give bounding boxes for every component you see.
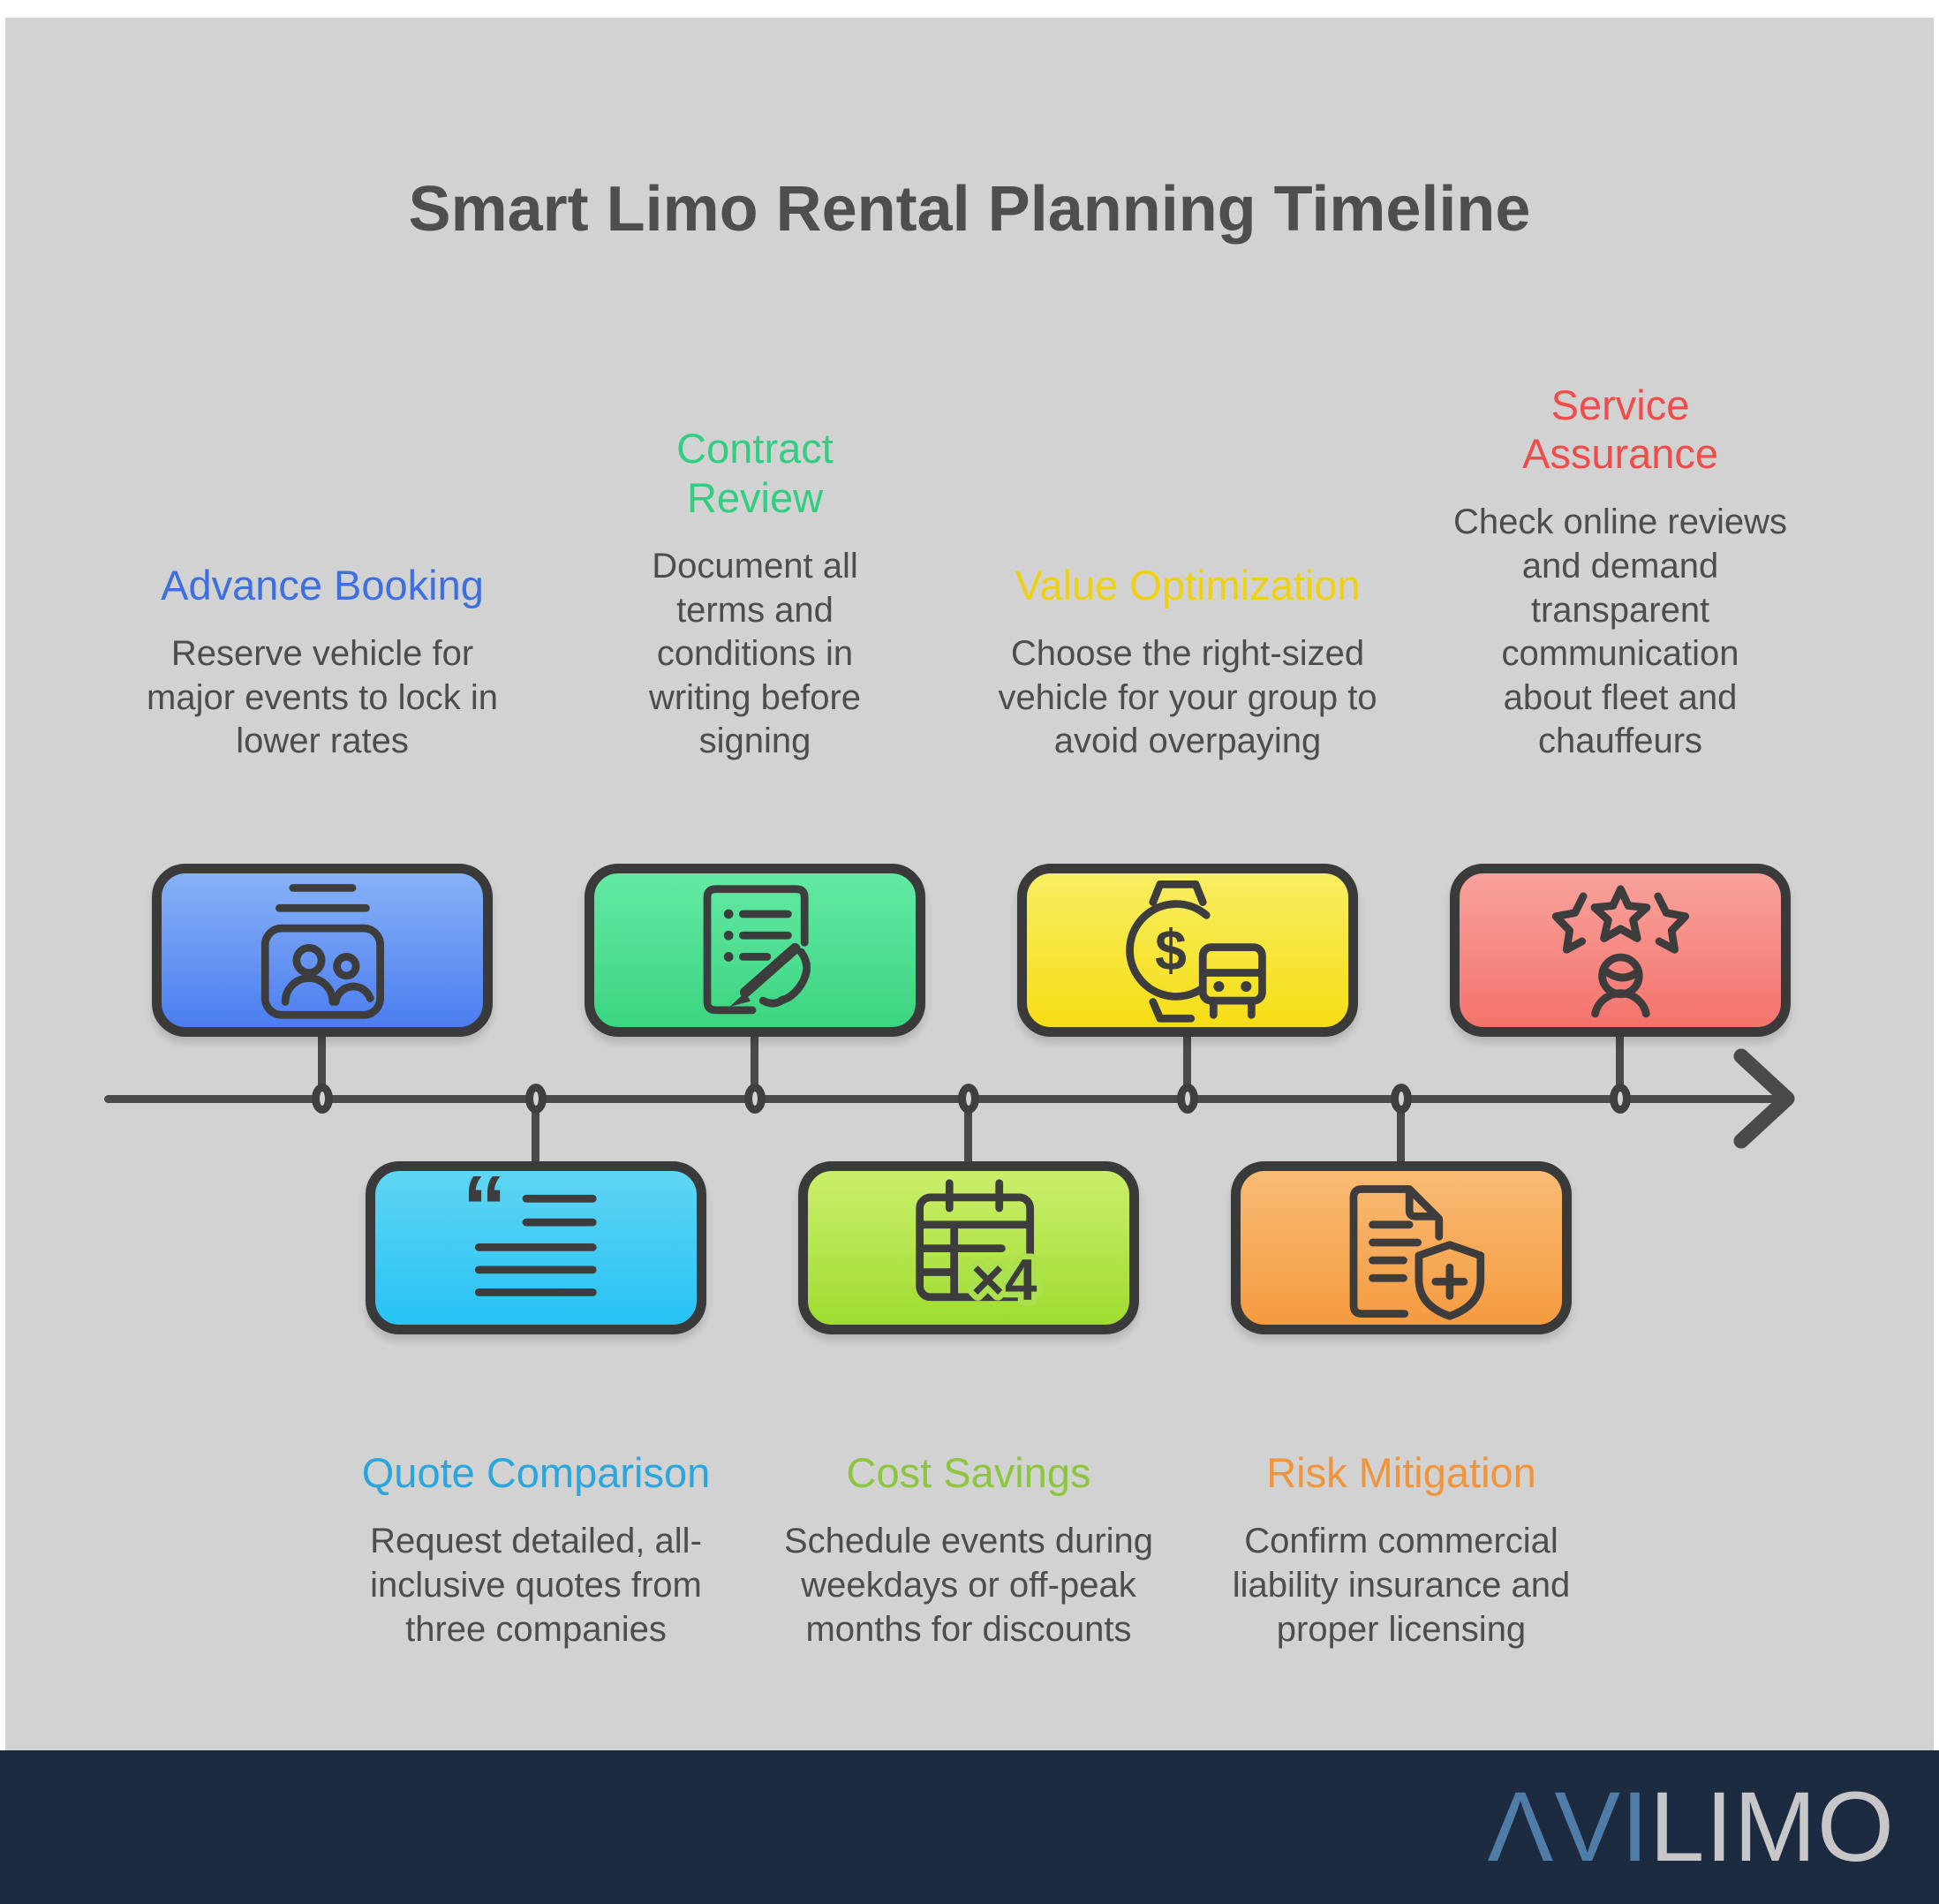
timeline-node bbox=[1177, 1084, 1198, 1114]
calendar-x4-icon: ×4 bbox=[915, 1179, 1043, 1318]
connector-stem bbox=[1616, 1016, 1624, 1104]
id-card-people-icon bbox=[260, 884, 384, 1019]
card-value-optimization: $ bbox=[1017, 864, 1358, 1037]
connector-stem bbox=[964, 1095, 972, 1176]
card-contract-review bbox=[585, 864, 925, 1037]
step-label-risk-mitigation: Risk Mitigation Confirm commercial liabi… bbox=[1216, 1448, 1587, 1651]
step-description: Choose the right-sized vehicle for your … bbox=[998, 634, 1377, 761]
card-quote-comparison: “ bbox=[366, 1161, 706, 1334]
timeline-node bbox=[525, 1084, 547, 1114]
card-service-assurance bbox=[1450, 864, 1791, 1037]
connector-stem bbox=[318, 1016, 326, 1104]
brand-logo-first: ΛVI bbox=[1487, 1772, 1650, 1882]
connector-stem bbox=[1183, 1016, 1191, 1104]
card-risk-mitigation bbox=[1231, 1161, 1572, 1334]
step-label-contract-review: Contract Review Document all terms and c… bbox=[605, 424, 905, 764]
step-label-cost-savings: Cost Savings Schedule events during week… bbox=[774, 1448, 1163, 1651]
step-description: Reserve vehicle for major events to lock… bbox=[147, 634, 498, 761]
timeline-node bbox=[1391, 1084, 1412, 1114]
timeline-axis bbox=[104, 1095, 1777, 1103]
connector-stem bbox=[1397, 1095, 1405, 1176]
svg-text:×4: ×4 bbox=[970, 1246, 1037, 1311]
step-title: Value Optimization bbox=[1015, 561, 1361, 608]
brand-logo-second: LIMO bbox=[1649, 1772, 1895, 1882]
step-description: Document all terms and conditions in wri… bbox=[648, 547, 862, 761]
step-title: Cost Savings bbox=[846, 1449, 1091, 1496]
contract-signing-icon bbox=[703, 885, 811, 1015]
watch-dollar-vehicle-icon: $ bbox=[1125, 880, 1266, 1023]
svg-text:“: “ bbox=[462, 1174, 506, 1258]
step-label-quote-comparison: Quote Comparison Request detailed, all-i… bbox=[333, 1448, 739, 1651]
connector-stem bbox=[532, 1095, 539, 1176]
step-label-advance-booking: Advance Booking Reserve vehicle for majo… bbox=[146, 561, 499, 764]
page-title: Smart Limo Rental Planning Timeline bbox=[408, 174, 1531, 245]
step-description: Request detailed, all-inclusive quotes f… bbox=[370, 1522, 702, 1649]
quote-testimonial-icon: “ bbox=[462, 1174, 597, 1296]
timeline-node bbox=[744, 1084, 766, 1114]
stars-rating-icon bbox=[1551, 885, 1689, 1018]
card-advance-booking bbox=[152, 864, 493, 1037]
svg-text:$: $ bbox=[1155, 918, 1187, 982]
step-label-service-assurance: Service Assurance Check online reviews a… bbox=[1452, 381, 1788, 764]
timeline-node bbox=[1610, 1084, 1631, 1114]
footer-bar: ΛVILIMO bbox=[0, 1750, 1939, 1904]
timeline-node bbox=[312, 1084, 333, 1114]
step-title: Contract Review bbox=[676, 425, 834, 521]
step-description: Check online reviews and demand transpar… bbox=[1453, 502, 1787, 761]
timeline-node bbox=[958, 1084, 979, 1114]
brand-logo: ΛVILIMO bbox=[1488, 1778, 1895, 1877]
step-title: Quote Comparison bbox=[361, 1449, 711, 1496]
timeline-arrow-icon bbox=[1733, 1048, 1795, 1149]
step-title: Risk Mitigation bbox=[1266, 1449, 1536, 1496]
step-description: Schedule events during weekdays or off-p… bbox=[783, 1522, 1154, 1649]
step-title: Service Assurance bbox=[1521, 381, 1719, 477]
card-cost-savings: ×4 bbox=[798, 1161, 1139, 1334]
step-description: Confirm commercial liability insurance a… bbox=[1232, 1522, 1571, 1649]
step-title: Advance Booking bbox=[161, 561, 484, 608]
document-shield-icon bbox=[1349, 1185, 1484, 1320]
step-label-value-optimization: Value Optimization Choose the right-size… bbox=[998, 561, 1377, 764]
connector-stem bbox=[751, 1016, 758, 1104]
